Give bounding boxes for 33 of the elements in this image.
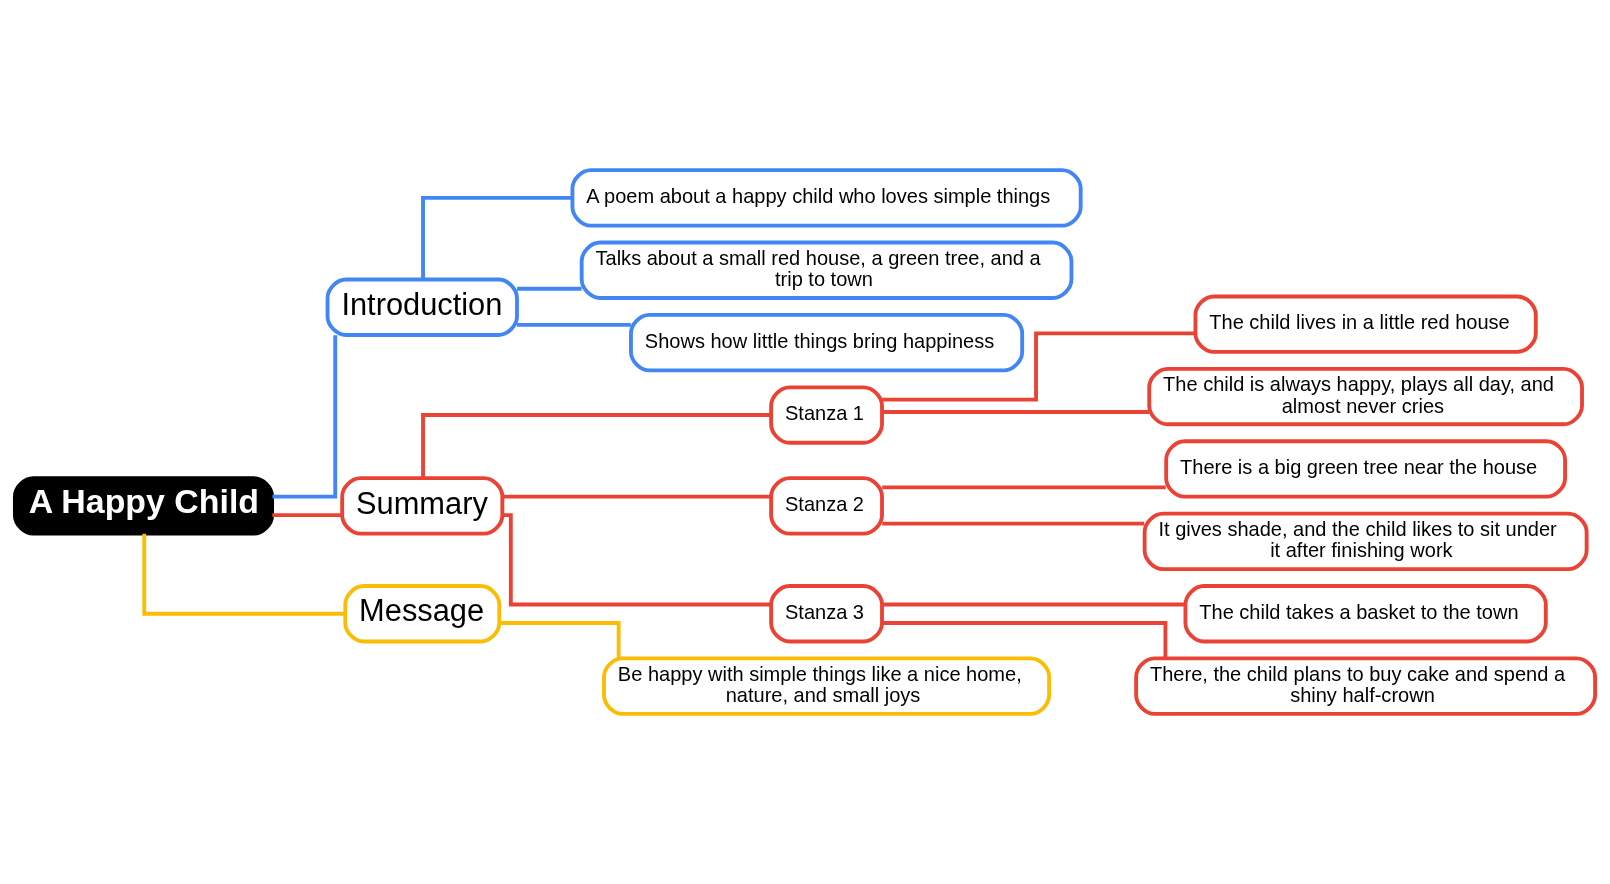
connector [502, 494, 771, 499]
connector [421, 413, 771, 479]
connector [882, 521, 1145, 526]
node-box: Shows how little things bring happiness [629, 313, 1025, 373]
connector [882, 331, 1196, 402]
node-box: Stanza 3 [769, 584, 884, 644]
connector [882, 621, 1168, 659]
node-box: Stanza 2 [769, 476, 884, 536]
node-box: Stanza 1 [769, 385, 884, 445]
node-box: There, the child plans to buy cake and spend a shiny half-crown [1134, 656, 1598, 716]
node-box: Message [343, 584, 502, 644]
connector [142, 533, 345, 616]
connector [499, 621, 621, 659]
node-box: A Happy Child [12, 476, 275, 536]
connector [517, 286, 582, 291]
node-box: Be happy with simple things like a nice home, nature, and small joys [602, 656, 1052, 716]
connector [882, 485, 1166, 490]
node-box: There is a big green tree near the house [1164, 439, 1567, 499]
node-box: Introduction [325, 277, 519, 337]
connector [272, 335, 338, 499]
connector [517, 323, 631, 327]
node-box: The child is always happy, plays all day, and almost never cries [1147, 366, 1584, 427]
node-box: The child lives in a little red house [1193, 294, 1538, 354]
connector [882, 602, 1186, 607]
node-box: Summary [340, 476, 505, 536]
node-box: Talks about a small red house, a green tree, and a trip to town [579, 240, 1074, 300]
connector [272, 513, 342, 518]
connector [882, 410, 1150, 414]
node-box: The child takes a basket to the town [1183, 584, 1548, 644]
connector [421, 195, 573, 280]
node-box: It gives shade, and the child likes to sit under it after finishing work [1142, 511, 1589, 571]
connector [502, 513, 771, 607]
node-box: A poem about a happy child who loves simple things [570, 168, 1083, 228]
